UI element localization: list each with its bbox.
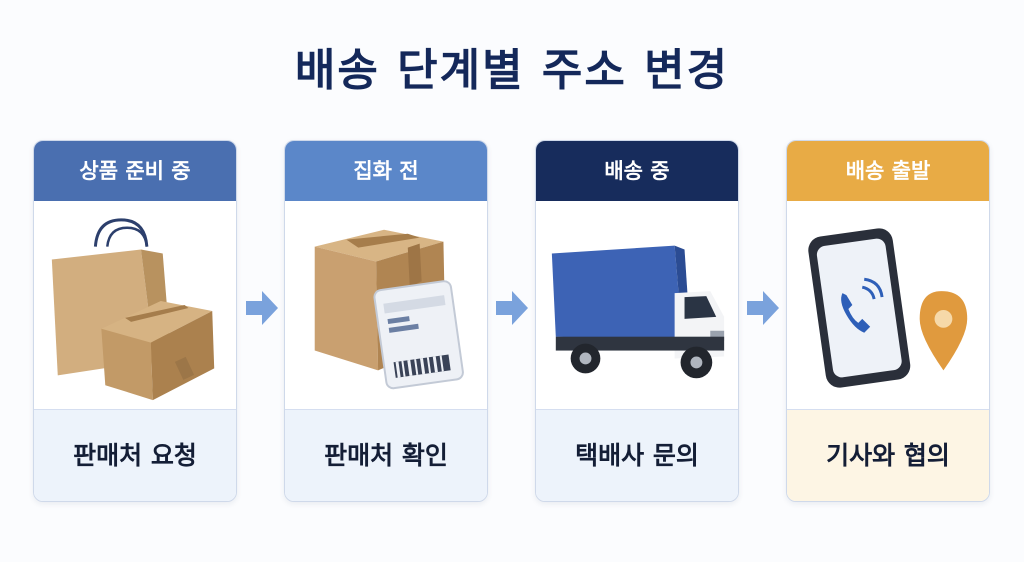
stage-header: 배송 중 xyxy=(536,141,738,201)
arrow-right-icon xyxy=(745,288,781,328)
stage-card-product-prep: 상품 준비 중 판매처 요청 xyxy=(33,140,237,502)
shopping-bag-and-box-icon xyxy=(34,201,236,411)
stage-card-out-for-delivery: 배송 출발 기사와 협의 xyxy=(786,140,990,502)
stage-action: 판매처 요청 xyxy=(34,409,236,501)
box-with-shipping-label-icon xyxy=(285,201,487,411)
stage-header: 배송 출발 xyxy=(787,141,989,201)
stage-action: 판매처 확인 xyxy=(285,409,487,501)
stage-action: 택배사 문의 xyxy=(536,409,738,501)
stage-action: 기사와 협의 xyxy=(787,409,989,501)
stage-header: 집화 전 xyxy=(285,141,487,201)
stage-card-in-transit: 배송 중 택배사 문의 xyxy=(535,140,739,502)
stage-header: 상품 준비 중 xyxy=(34,141,236,201)
phone-and-location-pin-icon xyxy=(787,201,989,411)
delivery-truck-icon xyxy=(536,201,738,411)
page-title: 배송 단계별 주소 변경 xyxy=(294,45,730,96)
stage-card-before-pickup: 집화 전 판매처 확인 xyxy=(284,140,488,502)
arrow-right-icon xyxy=(494,288,530,328)
arrow-right-icon xyxy=(244,288,280,328)
